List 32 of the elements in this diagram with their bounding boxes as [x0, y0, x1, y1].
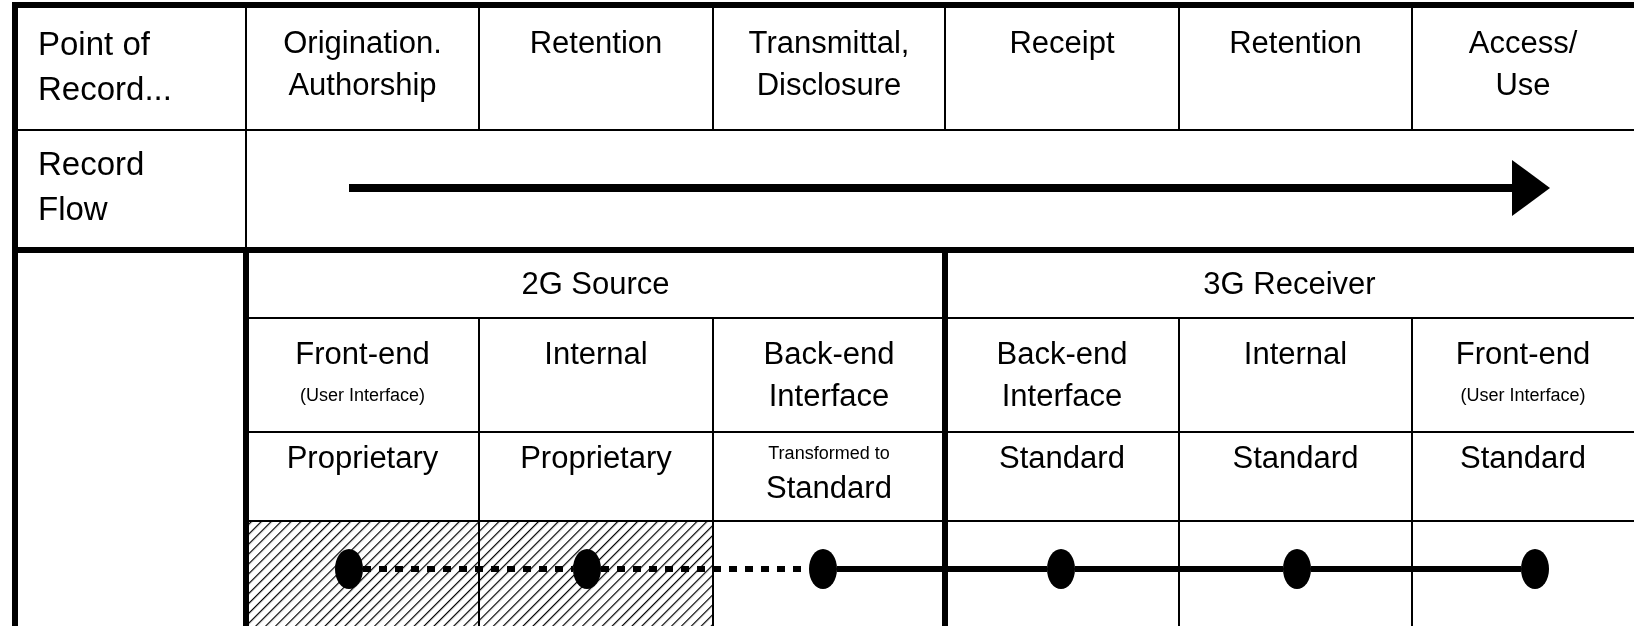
- column-header: Transmittal, Disclosure: [747, 24, 911, 104]
- column-header: Receipt: [1009, 24, 1115, 62]
- cell-text: Front-end: [1455, 335, 1591, 373]
- cell-text: Internal: [544, 335, 648, 373]
- connection-dot: [1047, 549, 1075, 589]
- column-header: Access/ Use: [1467, 24, 1579, 104]
- cell-text: Back-end Interface: [762, 335, 896, 415]
- cell-text: Internal: [1243, 335, 1348, 373]
- column-header: Retention: [529, 24, 663, 62]
- cell-text: Standard: [766, 469, 892, 507]
- cell-text: Back-end Interface: [995, 335, 1129, 415]
- cell-note: (User Interface): [1460, 384, 1586, 407]
- cell-text: Proprietary: [520, 439, 672, 477]
- row-header: Point of Record...: [38, 24, 173, 109]
- cell-text: Proprietary: [286, 439, 439, 477]
- cell-text: Standard: [1232, 439, 1359, 477]
- connector-line: [1311, 566, 1521, 572]
- column-header: Origination. Authorship: [282, 24, 443, 104]
- cell-note: Transformed to: [768, 442, 890, 465]
- column-header: Retention: [1229, 24, 1362, 62]
- cell-text: Front-end: [295, 335, 430, 373]
- cell-note: (User Interface): [299, 384, 425, 407]
- row-header: Record Flow: [38, 144, 146, 229]
- group-header: 3G Receiver: [1203, 265, 1376, 303]
- connection-dot: [809, 549, 837, 589]
- cell-text: Standard: [1460, 439, 1586, 477]
- group-header: 2G Source: [521, 265, 670, 303]
- connector-line: [837, 566, 1047, 572]
- connection-dot: [1521, 549, 1549, 589]
- connector-line: [1075, 566, 1283, 572]
- connection-dot: [1283, 549, 1311, 589]
- cell-text: Standard: [999, 439, 1125, 477]
